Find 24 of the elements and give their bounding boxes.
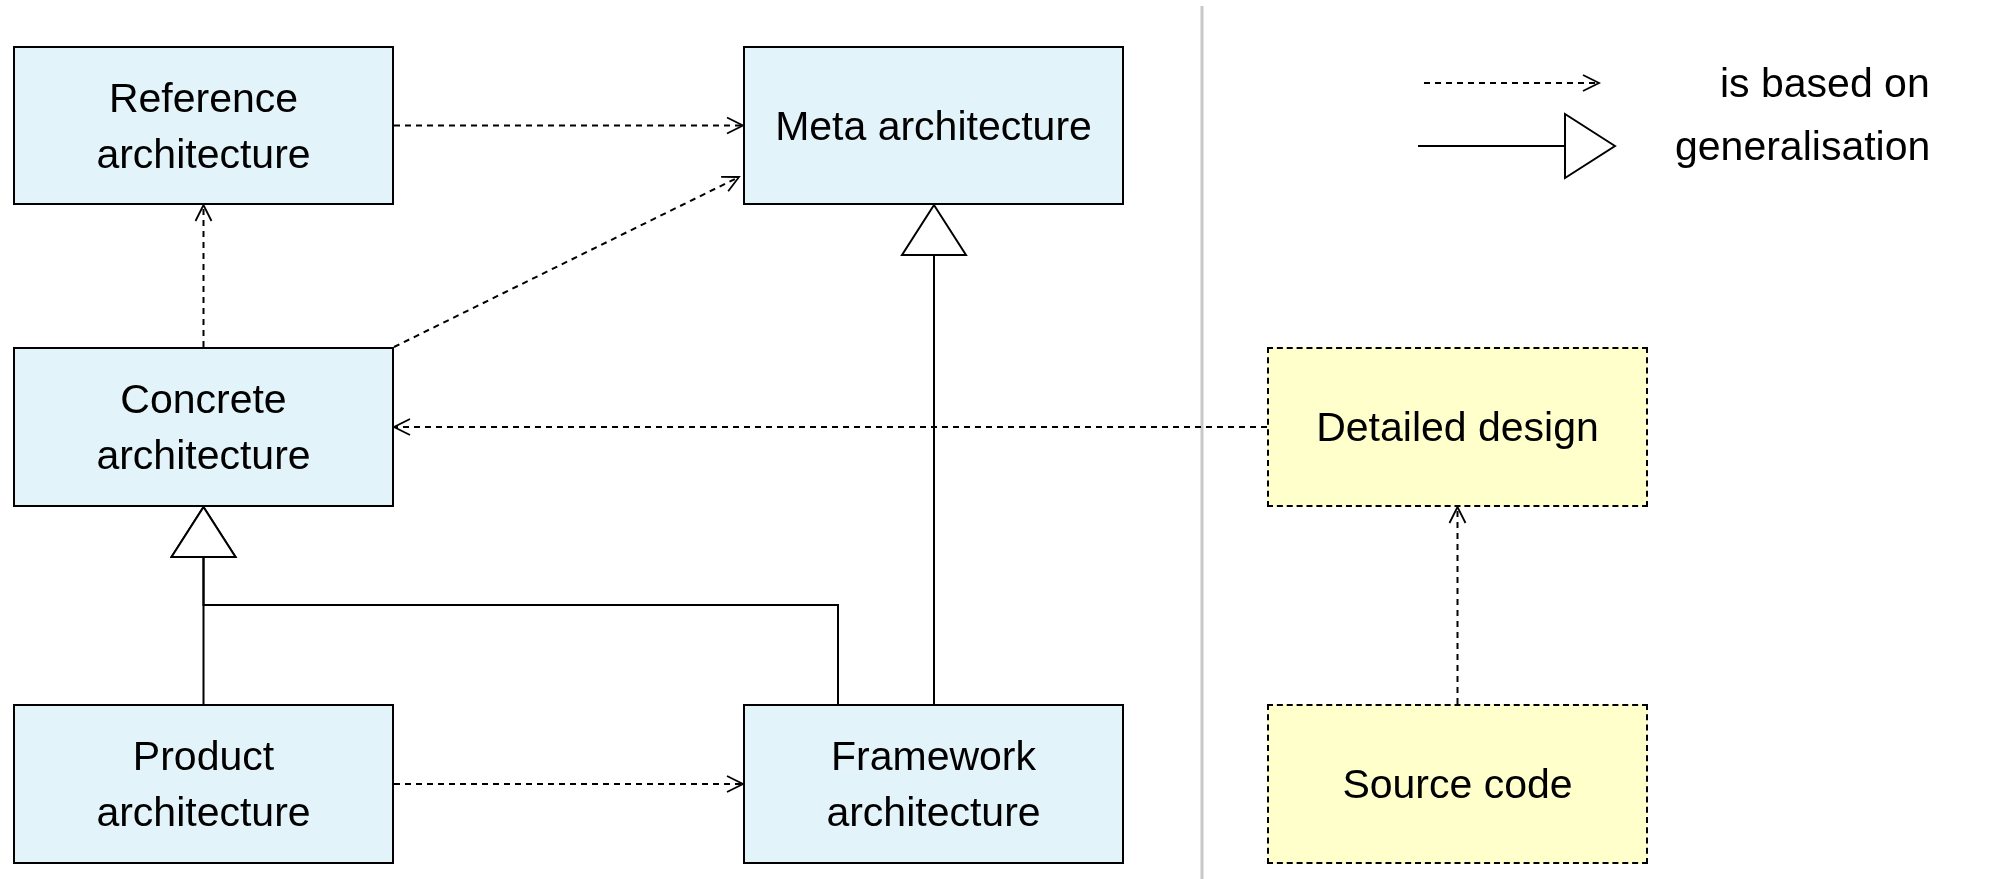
generalisation-arrow [901,204,967,705]
generalisation-arrow [170,506,839,705]
architecture-box [13,46,394,205]
node-label: Reference architecture [95,73,312,179]
design-box [1267,347,1648,507]
dashed-arrow [393,775,744,793]
node-label: Product architecture [95,732,312,837]
legend-label: generalisation [1675,122,1931,171]
dashed-arrow [1448,506,1467,705]
design-box [1267,704,1648,864]
architecture-box [743,704,1124,864]
node-label: Detailed design [1315,403,1600,452]
node-label: Source code [1341,760,1574,809]
dashed-arrow [393,176,740,348]
legend-label: is based on [1720,59,1930,108]
node-label: Meta architecture [774,101,1093,151]
architecture-box [13,704,394,864]
architecture-box [743,46,1124,205]
node-label: Concrete architecture [95,375,312,480]
dashed-arrow [194,204,213,348]
dashed-arrow [393,418,1268,436]
dashed-arrow [393,116,744,135]
architecture-box [13,347,394,507]
node-label: Framework architecture [825,732,1042,837]
